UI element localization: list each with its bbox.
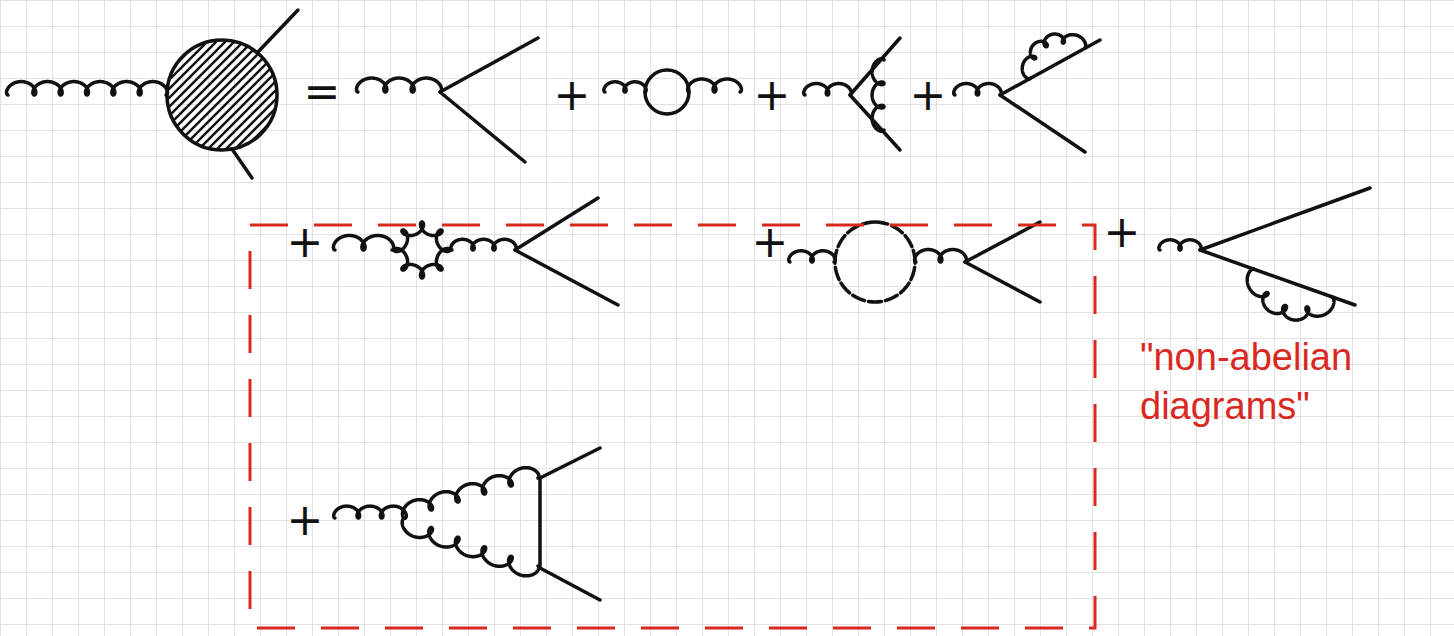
fermion-line [540, 448, 600, 600]
group-annotation: "non-abelian diagrams" [1140, 333, 1445, 432]
fermion-line [1200, 188, 1370, 305]
fermion-line [440, 38, 538, 162]
fermion-line [515, 198, 618, 305]
gluon-line [7, 82, 168, 95]
hatch-line [273, 25, 413, 165]
gluon-line [872, 59, 884, 132]
hatch-line [156, 25, 296, 165]
gluon-line [688, 79, 742, 92]
blob-hatching [12, 25, 431, 165]
vertex-blob [167, 40, 277, 150]
gluon-line [1247, 269, 1334, 320]
gluon-line [915, 250, 967, 262]
gluon-line [402, 518, 539, 576]
equals-sign: = [304, 70, 341, 114]
fermion-line [232, 149, 252, 178]
dashed-outline [250, 225, 1095, 628]
hatch-line [201, 25, 341, 165]
gluon-line [604, 82, 646, 92]
gluon-line [954, 84, 1002, 95]
hatch-line [246, 25, 386, 165]
fermion-loop [645, 70, 689, 114]
hatch-line [138, 25, 278, 165]
gluon-line [394, 222, 450, 278]
fermion-line [257, 10, 298, 53]
hatch-line [264, 25, 404, 165]
plus-sign: + [754, 73, 791, 117]
hatch-line [282, 25, 422, 165]
hatch-line [237, 25, 377, 165]
plus-sign: + [287, 498, 324, 542]
dashed-border [250, 225, 1095, 628]
fermion-line [965, 222, 1040, 302]
plus-sign: + [910, 73, 947, 117]
hatch-line [57, 25, 197, 165]
ghost-loop [835, 222, 915, 302]
gluon-line [451, 239, 516, 250]
hatch-line [210, 25, 350, 165]
hatch-line [30, 25, 170, 165]
dashed-group-box: "non-abelian diagrams" [250, 225, 1095, 628]
plus-sign: + [554, 73, 591, 117]
gluon-line [334, 506, 407, 518]
gluon-line [1022, 34, 1086, 79]
gluon-line [402, 468, 538, 518]
hatch-line [165, 25, 305, 165]
gluon-line [789, 251, 835, 262]
gluon-line [804, 84, 852, 95]
gluon-line [333, 235, 393, 250]
fermion-line [1000, 40, 1100, 152]
fermion-line [850, 38, 900, 150]
hatch-line [183, 25, 323, 165]
gluon-line [1159, 240, 1201, 250]
plus-sign: + [752, 220, 789, 264]
hatch-line [219, 25, 359, 165]
gluon-line [356, 78, 441, 92]
hatch-line [291, 25, 431, 165]
plus-sign: + [1104, 210, 1141, 254]
plus-sign: + [287, 220, 324, 264]
